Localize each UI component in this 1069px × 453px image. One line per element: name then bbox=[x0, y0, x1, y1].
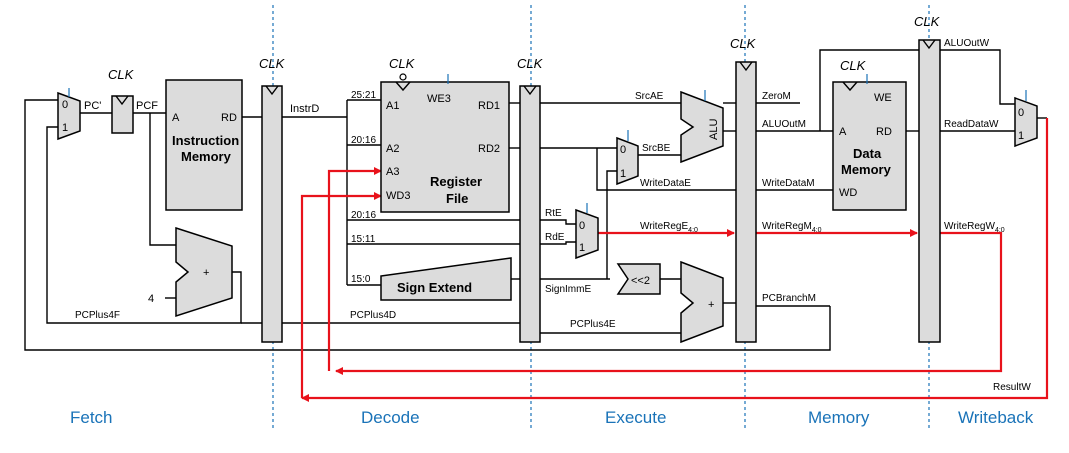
pc-prime-label: PC' bbox=[84, 100, 101, 112]
shift-left-2 bbox=[616, 263, 661, 295]
regfile-a2: A2 bbox=[386, 143, 399, 155]
regfile-a1: A1 bbox=[386, 100, 399, 112]
branch-adder bbox=[680, 260, 724, 344]
rde-label: RdE bbox=[545, 232, 565, 243]
pc-mux-in1: 1 bbox=[62, 122, 68, 134]
srcb-mux-in0: 0 bbox=[620, 144, 626, 156]
alu bbox=[680, 90, 724, 164]
writeregm-label: WriteRegM4:0 bbox=[762, 221, 822, 234]
field-20-16-a: 20:16 bbox=[351, 135, 376, 146]
field-15-11: 15:11 bbox=[351, 234, 376, 245]
pc-mux-in0: 0 bbox=[62, 99, 68, 111]
memtoreg-mux-in0: 0 bbox=[1018, 107, 1024, 119]
stage-memory-label: Memory bbox=[808, 408, 870, 427]
regfile-a3: A3 bbox=[386, 166, 399, 178]
regfile-rd2: RD2 bbox=[478, 143, 500, 155]
field-20-16-b: 20:16 bbox=[351, 210, 376, 221]
fd-pipeline-register bbox=[261, 85, 283, 343]
memtoreg-mux bbox=[1014, 96, 1038, 148]
sign-extend bbox=[380, 257, 512, 301]
dmem-a-port: A bbox=[839, 126, 847, 138]
srcb-mux-in1: 1 bbox=[620, 168, 626, 180]
regdst-mux-in1: 1 bbox=[579, 242, 585, 254]
regdst-mux-in0: 0 bbox=[579, 220, 585, 232]
de-pipeline-register bbox=[519, 85, 541, 343]
pc-register bbox=[111, 95, 134, 134]
srcb-mux bbox=[616, 136, 639, 186]
writedatam-label: WriteDataM bbox=[762, 178, 815, 189]
dmem-wd-port: WD bbox=[839, 187, 857, 199]
readdataw-label: ReadDataW bbox=[944, 119, 999, 130]
instruction-memory bbox=[165, 79, 243, 211]
stage-fetch-label: Fetch bbox=[70, 408, 113, 427]
mw-pipeline-register bbox=[918, 39, 941, 343]
pc-mux bbox=[57, 91, 81, 141]
clk-label-fd: CLK bbox=[259, 56, 286, 71]
em-pipeline-register bbox=[735, 61, 757, 343]
instrd-label: InstrD bbox=[290, 103, 319, 115]
pcf-label: PCF bbox=[136, 100, 158, 112]
field-15-0: 15:0 bbox=[351, 274, 371, 285]
srcbe-label: SrcBE bbox=[642, 143, 671, 154]
stage-writeback-label: Writeback bbox=[958, 408, 1034, 427]
pcplus4d-label: PCPlus4D bbox=[350, 310, 396, 321]
imem-title2: Memory bbox=[181, 149, 232, 164]
shift-label: <<2 bbox=[631, 275, 650, 287]
imem-rd-port: RD bbox=[221, 112, 237, 124]
stage-execute-label: Execute bbox=[605, 408, 666, 427]
signimme-label: SignImmE bbox=[545, 284, 591, 295]
imem-a-port: A bbox=[172, 112, 180, 124]
resultw-label: ResultW bbox=[993, 382, 1031, 393]
zerom-label: ZeroM bbox=[762, 91, 791, 102]
srcae-label: SrcAE bbox=[635, 91, 664, 102]
pcbranchm-label: PCBranchM bbox=[762, 293, 816, 304]
aluoutm-label: ALUOutM bbox=[762, 119, 806, 130]
const-4: 4 bbox=[148, 293, 154, 305]
writedatae-label: WriteDataE bbox=[640, 178, 691, 189]
clk-label-em: CLK bbox=[730, 36, 757, 51]
regfile-title2: File bbox=[446, 191, 468, 206]
clk-label-de: CLK bbox=[517, 56, 544, 71]
regdst-mux bbox=[575, 208, 599, 260]
regfile-title1: Register bbox=[430, 174, 482, 189]
register-file bbox=[380, 81, 510, 213]
dmem-rd-port: RD bbox=[876, 126, 892, 138]
regfile-we3: WE3 bbox=[427, 93, 451, 105]
writeregw-label: WriteRegW4:0 bbox=[944, 221, 1005, 234]
sign-extend-label: Sign Extend bbox=[397, 280, 472, 295]
memtoreg-mux-in1: 1 bbox=[1018, 130, 1024, 142]
rte-label: RtE bbox=[545, 208, 562, 219]
pc-plus4-adder bbox=[175, 226, 233, 318]
aluoutw-label: ALUOutW bbox=[944, 38, 990, 49]
data-memory bbox=[832, 81, 907, 211]
clk-label-pc: CLK bbox=[108, 67, 135, 82]
dmem-title1: Data bbox=[853, 146, 882, 161]
branch-adder-plus: + bbox=[708, 299, 714, 311]
regfile-wd3: WD3 bbox=[386, 190, 410, 202]
field-25-21: 25:21 bbox=[351, 90, 376, 101]
alu-label: ALU bbox=[708, 119, 720, 140]
clk-label-regfile: CLK bbox=[389, 56, 416, 71]
imem-title1: Instruction bbox=[172, 133, 239, 148]
red-wires bbox=[300, 118, 1049, 402]
pc-adder-plus: + bbox=[203, 267, 209, 279]
stage-decode-label: Decode bbox=[361, 408, 420, 427]
dmem-title2: Memory bbox=[841, 162, 892, 177]
clk-label-dmem: CLK bbox=[840, 58, 867, 73]
writerege-label: WriteRegE4:0 bbox=[640, 221, 698, 234]
pcplus4e-label: PCPlus4E bbox=[570, 319, 616, 330]
dmem-we: WE bbox=[874, 92, 892, 104]
wires bbox=[24, 49, 1047, 351]
regfile-rd1: RD1 bbox=[478, 100, 500, 112]
clk-label-mw: CLK bbox=[914, 14, 941, 29]
pcplus4f-label: PCPlus4F bbox=[75, 310, 120, 321]
